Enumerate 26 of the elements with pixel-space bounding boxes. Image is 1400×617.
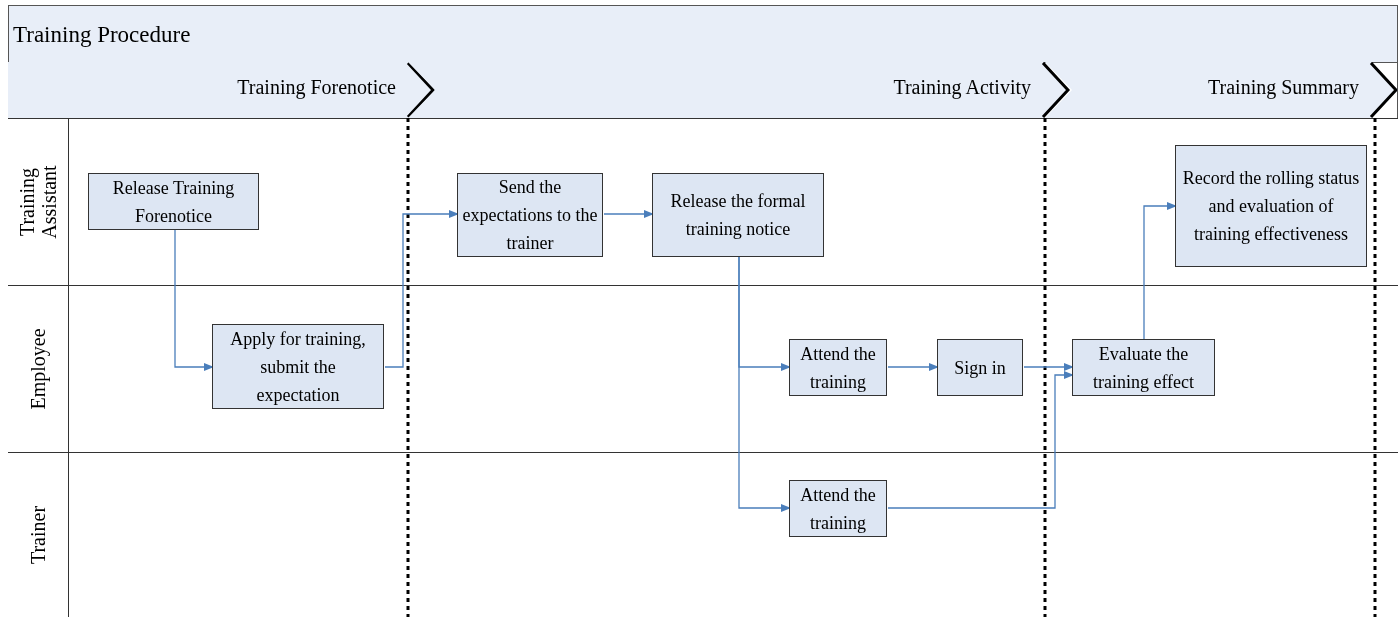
- process-box: Apply for training, submit the expectation: [212, 324, 384, 409]
- arrow: [384, 210, 459, 368]
- process-box: Record the rolling status and evaluation of training effectiveness: [1175, 145, 1367, 267]
- process-box: Release the formal training notice: [652, 173, 824, 257]
- phase-label: Training Activity: [893, 76, 1031, 99]
- process-box: Send the expectations to the trainer: [457, 173, 603, 257]
- lane-label: Trainer: [27, 504, 49, 567]
- arrow: [1023, 363, 1074, 371]
- arrow: [738, 256, 791, 512]
- process-box: Sign in: [937, 339, 1023, 396]
- arrow: [174, 229, 214, 371]
- phase-header: [8, 62, 435, 118]
- phase-label: Training Summary: [1208, 76, 1359, 99]
- process-box: Attend the training: [789, 480, 887, 537]
- arrow: [887, 363, 939, 371]
- phase-label: Training Forenotice: [237, 76, 396, 99]
- process-box: Evaluate the training effect: [1072, 339, 1215, 396]
- phase-header: [1045, 62, 1398, 118]
- arrow: [1143, 202, 1177, 340]
- arrow: [887, 371, 1074, 509]
- lane-label: Employee: [27, 327, 49, 412]
- process-box: Attend the training: [789, 339, 887, 396]
- process-box: Release Training Forenotice: [88, 173, 259, 230]
- arrow: [603, 210, 654, 218]
- lane-label: Training Assistant: [16, 164, 60, 241]
- phase-header: [408, 62, 1070, 118]
